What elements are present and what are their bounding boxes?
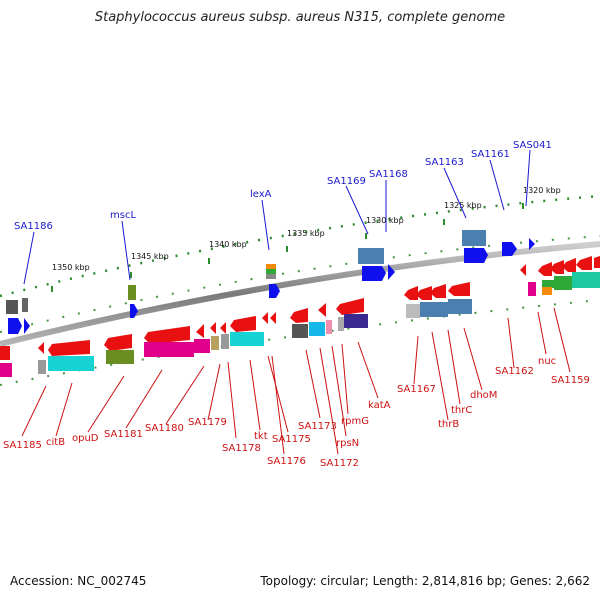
scale-label-1320: 1320 kbp <box>523 186 561 195</box>
label-lexA: lexA <box>250 189 272 200</box>
label-SA1159: SA1159 <box>551 375 590 386</box>
label-SA1169: SA1169 <box>327 176 366 187</box>
label-rpmG: rpmG <box>341 416 369 427</box>
label-SA1161: SA1161 <box>471 149 510 160</box>
label-tkt: tkt <box>254 431 268 442</box>
label-SA1173: SA1173 <box>298 421 337 432</box>
label-SA1167: SA1167 <box>397 384 436 395</box>
bottom-strand-features <box>0 256 600 377</box>
label-thrC: thrC <box>451 405 472 416</box>
label-SA1163: SA1163 <box>425 157 464 168</box>
genome-backbone <box>0 241 600 347</box>
label-SA1162: SA1162 <box>495 366 534 377</box>
scale-label-1325: 1325 kbp <box>444 201 482 210</box>
label-mscL: mscL <box>110 210 136 221</box>
label-SA1168: SA1168 <box>369 169 408 180</box>
label-SA1179: SA1179 <box>188 417 227 428</box>
label-dhoM: dhoM <box>470 390 497 401</box>
scale-label-1340: 1340 kbp <box>209 240 247 249</box>
label-SA1181: SA1181 <box>104 429 143 440</box>
map-title: Staphylococcus aureus subsp. aureus N315… <box>94 10 506 25</box>
label-SA1186: SA1186 <box>14 221 53 232</box>
label-SA1176: SA1176 <box>267 456 306 467</box>
top-strand-features <box>6 230 535 334</box>
label-rpsN: rpsN <box>336 438 359 449</box>
top-leader-lines <box>23 149 531 285</box>
scale-ticks <box>51 203 524 292</box>
accession-text: Accession: NC_002745 <box>10 574 147 588</box>
scale-label-1350: 1350 kbp <box>52 263 90 272</box>
label-nuc: nuc <box>538 356 556 367</box>
label-opuD: opuD <box>72 433 99 444</box>
label-citB: citB <box>46 437 65 448</box>
label-SA1175: SA1175 <box>272 434 311 445</box>
label-SA1178: SA1178 <box>222 443 261 454</box>
label-katA: katA <box>368 400 391 411</box>
bottom-leader-lines <box>21 307 571 455</box>
label-thrB: thrB <box>438 419 459 430</box>
genome-summary-text: Topology: circular; Length: 2,814,816 bp… <box>260 574 590 588</box>
scale-label-1335: 1335 kbp <box>287 229 325 238</box>
label-SAS041: SAS041 <box>513 140 552 151</box>
scale-label-1345: 1345 kbp <box>131 252 169 261</box>
label-SA1172: SA1172 <box>320 458 359 469</box>
scale-label-1330: 1330 kbp <box>366 216 404 225</box>
label-SA1185: SA1185 <box>3 440 42 451</box>
label-SA1180: SA1180 <box>145 423 184 434</box>
